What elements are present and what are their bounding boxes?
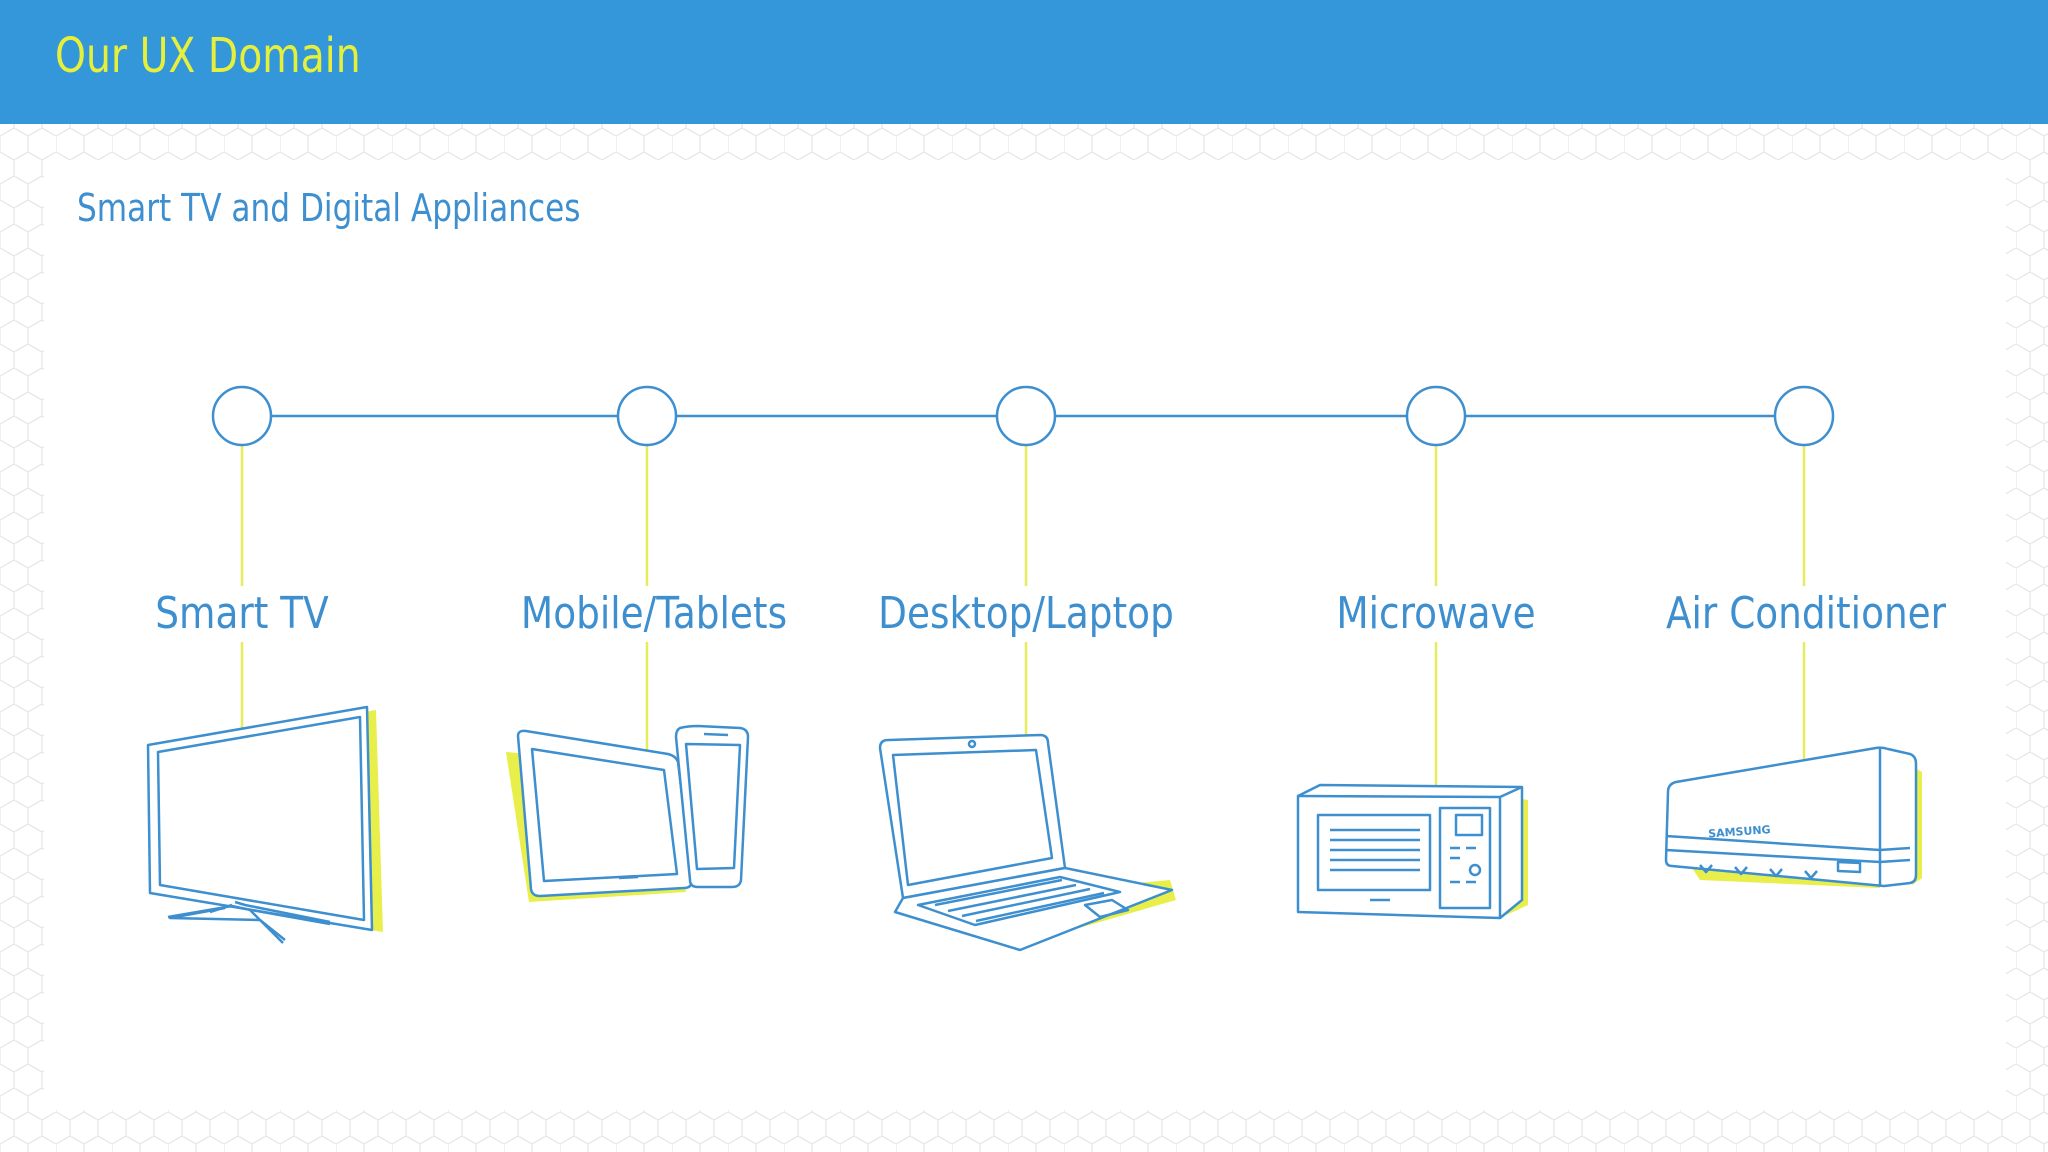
timeline-nodes bbox=[211, 385, 1835, 447]
node-mobile-tablets bbox=[616, 385, 678, 447]
section-subtitle: Smart TV and Digital Appliances bbox=[77, 186, 581, 230]
label-mobile-tablets: Mobile/Tablets bbox=[512, 586, 796, 642]
smart-tv-icon bbox=[146, 705, 383, 944]
label-desktop-laptop: Desktop/Laptop bbox=[869, 586, 1183, 642]
ac-brand-text: SAMSUNG bbox=[1708, 823, 1771, 840]
page-title: Our UX Domain bbox=[55, 28, 361, 84]
microwave-icon bbox=[1296, 783, 1528, 920]
tablet-phone-icon bbox=[506, 724, 750, 902]
node-air-conditioner bbox=[1773, 385, 1835, 447]
label-air-conditioner: Air Conditioner bbox=[1657, 586, 1955, 642]
node-microwave bbox=[1405, 385, 1467, 447]
air-conditioner-icon: SAMSUNG bbox=[1664, 746, 1922, 888]
node-desktop-laptop bbox=[995, 385, 1057, 447]
node-smart-tv bbox=[211, 385, 273, 447]
label-smart-tv: Smart TV bbox=[146, 586, 338, 642]
laptop-icon bbox=[878, 733, 1176, 952]
header-bar: Our UX Domain bbox=[0, 0, 2048, 124]
label-microwave: Microwave bbox=[1327, 586, 1545, 642]
